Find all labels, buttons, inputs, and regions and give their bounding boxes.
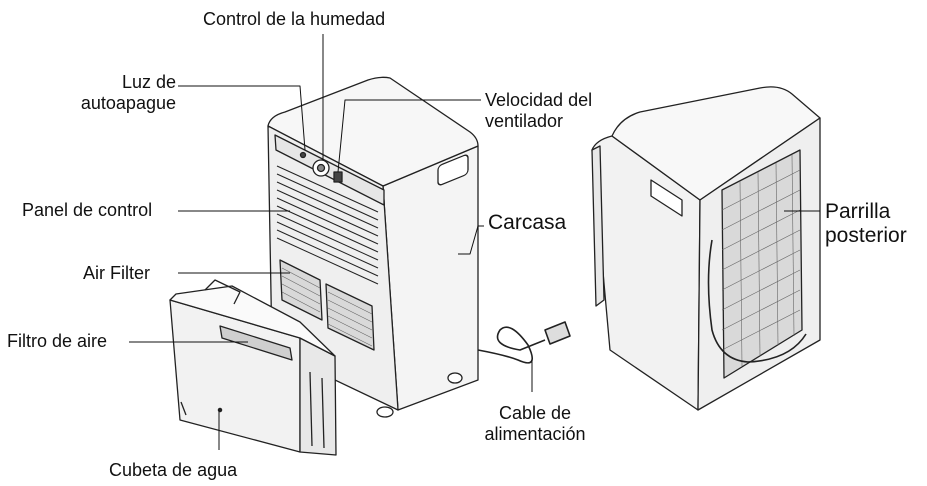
label-air-filter-es: Filtro de aire — [7, 331, 108, 351]
front-louvers — [276, 165, 379, 285]
label-power-cord: Cable de alimentación — [484, 403, 586, 444]
label-control-panel: Panel de control — [22, 200, 153, 220]
label-humidity-control: Control de la humedad — [203, 9, 386, 29]
leader-lines — [129, 34, 820, 450]
label-water-bucket: Cubeta de agua — [109, 460, 238, 480]
label-fan-speed: Velocidad del ventilador — [485, 90, 593, 131]
label-air-filter-en: Air Filter — [83, 263, 150, 283]
power-cord — [477, 321, 571, 364]
label-auto-off-light: Luz de autoapague — [80, 72, 176, 113]
rear-unit — [591, 86, 821, 411]
label-rear-grille: Parrilla posterior — [825, 200, 907, 248]
water-bucket — [169, 279, 337, 456]
label-housing: Carcasa — [488, 211, 567, 234]
